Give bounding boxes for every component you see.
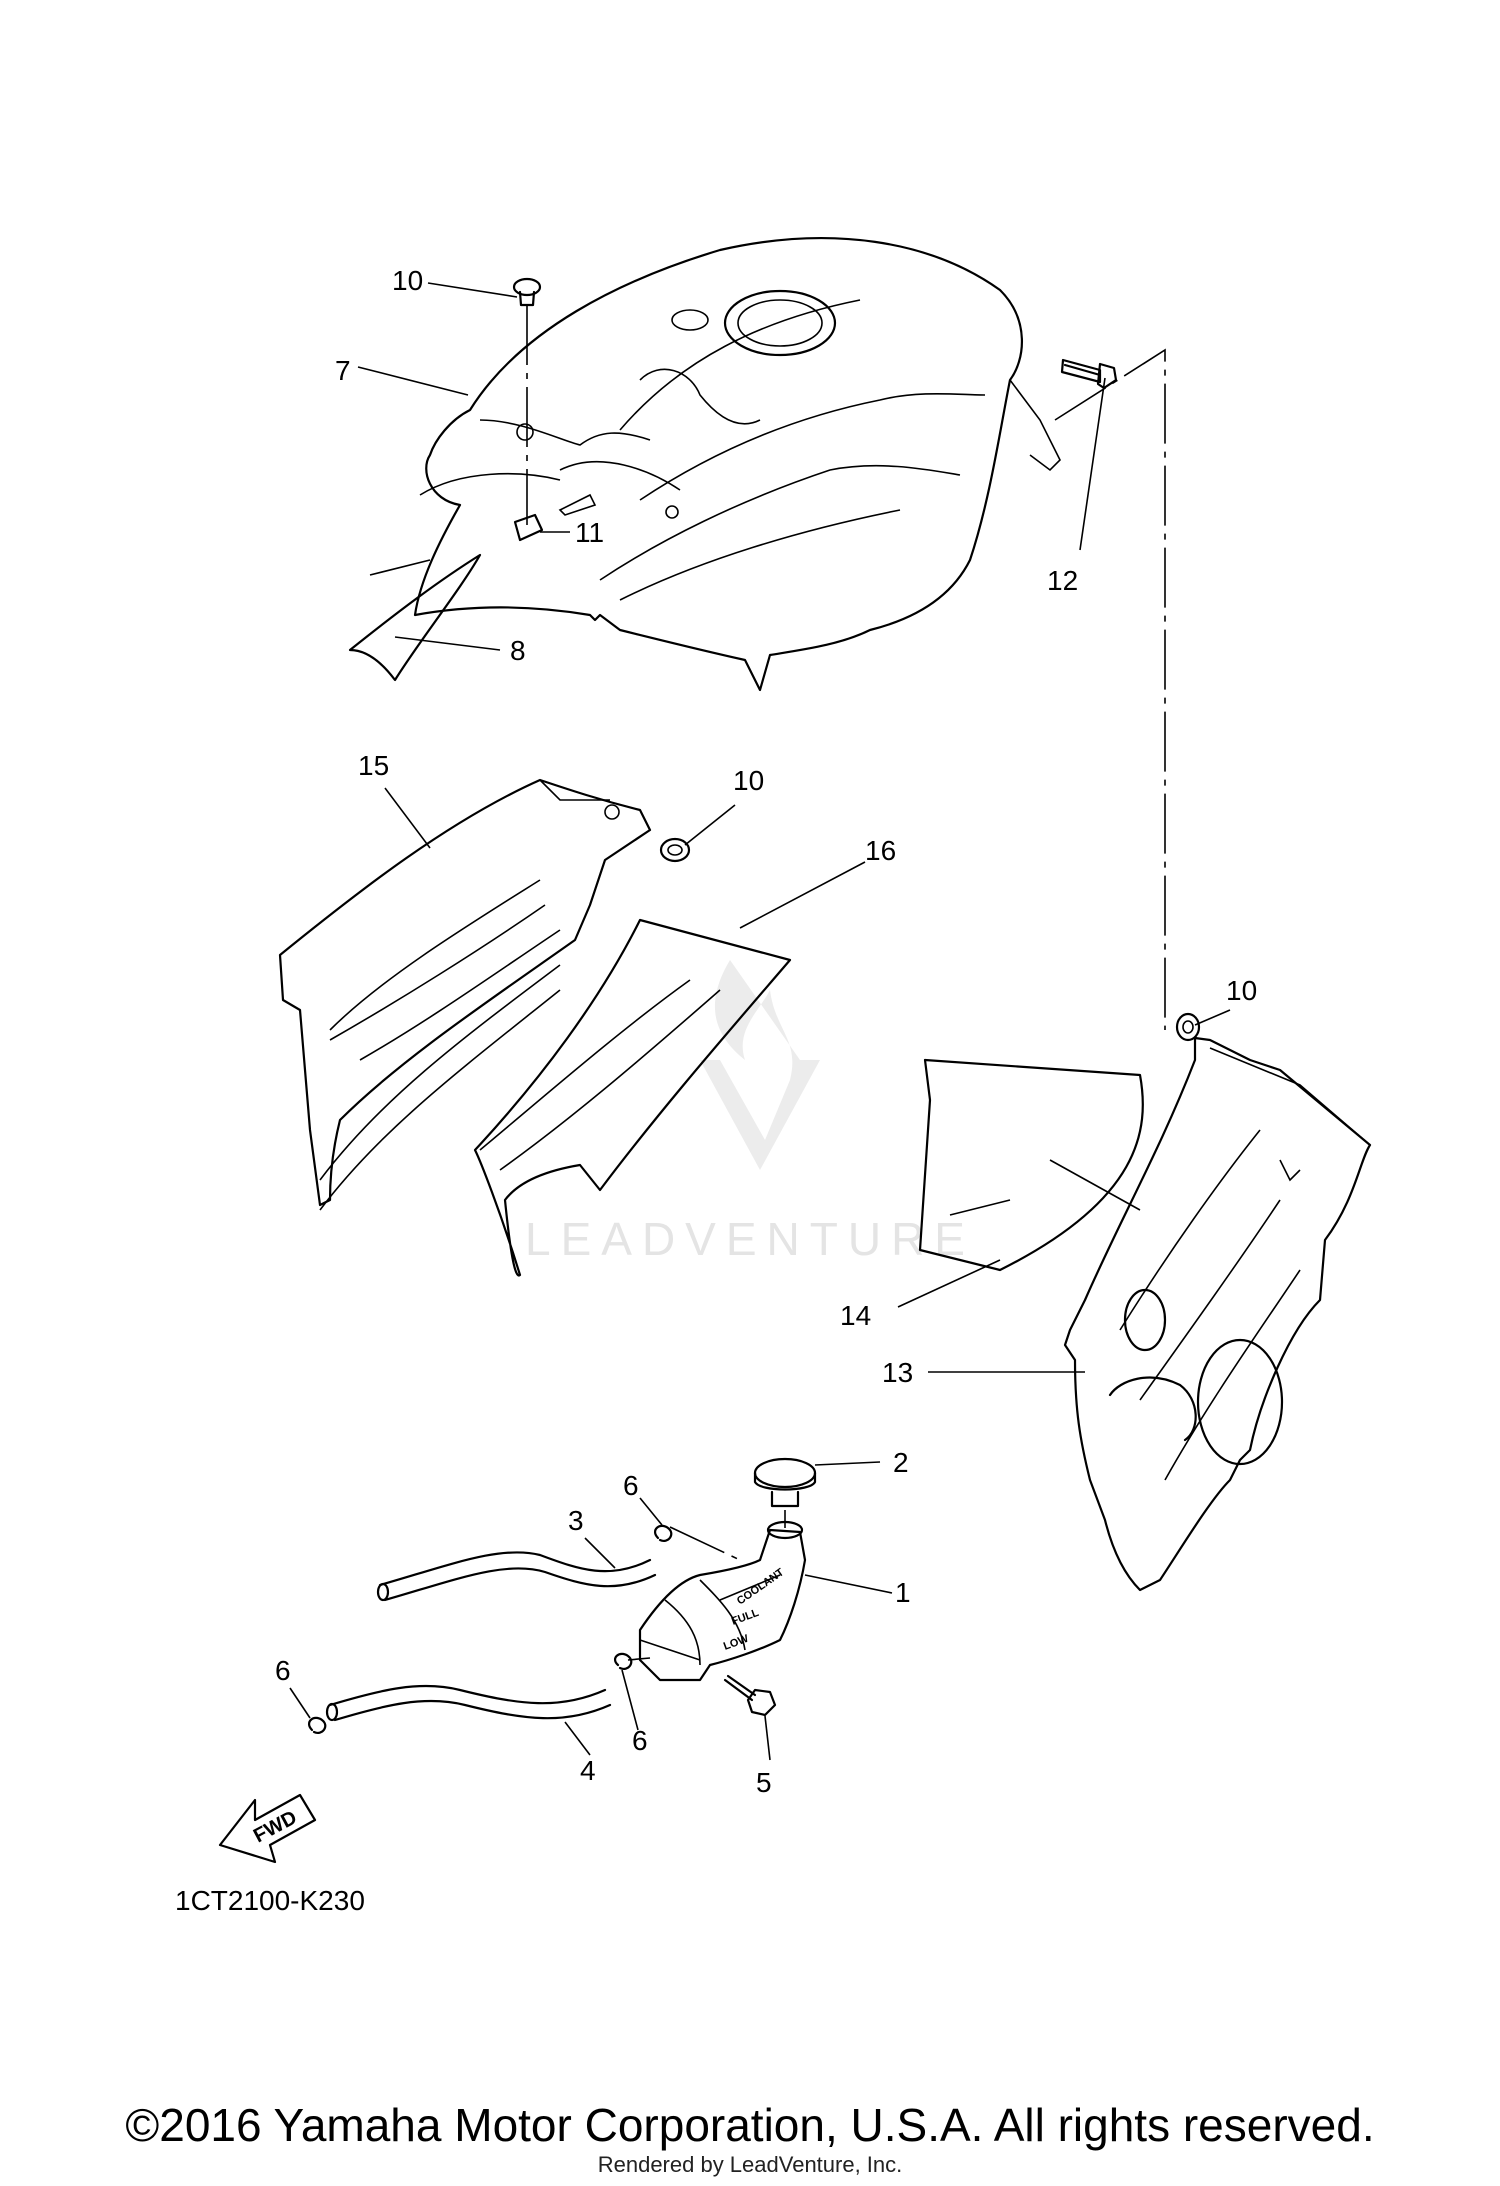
part-6-mid-axis-line: [627, 1657, 651, 1661]
watermark-text: LEADVENTURE: [525, 1213, 975, 1265]
callout-9: 10: [392, 265, 423, 296]
part-10-grommet-upper: [659, 837, 691, 863]
callout-4: 4: [580, 1755, 596, 1786]
part-14-decal: [918, 1058, 1144, 1272]
part-16-shield: [473, 918, 792, 1277]
part-2-cap: [753, 1457, 817, 1508]
callout-11: 11: [575, 517, 604, 548]
callout-8: 8: [510, 635, 526, 666]
watermark: LEADVENTURE: [525, 960, 975, 1265]
watermark-logo-icon: [700, 960, 820, 1170]
callout-14: 14: [840, 1300, 871, 1331]
part-6-axis-line: [669, 1526, 741, 1561]
callout-12: 12: [1047, 565, 1078, 596]
part-9-screw: [512, 277, 542, 307]
callout-1: 1: [895, 1577, 911, 1608]
part-6-clamp-left: [307, 1716, 327, 1734]
part-5-bolt: [723, 1674, 777, 1717]
part-15-left-side-cover: [278, 778, 652, 1211]
part-10-grommet-right: [1175, 1012, 1201, 1042]
tank-label-coolant: COOLANT: [735, 1566, 787, 1607]
part-11-nut: [513, 513, 544, 542]
callout-6-upper: 6: [623, 1470, 639, 1501]
part-4-hose: [325, 1684, 612, 1722]
callout-13: 13: [882, 1357, 913, 1388]
part-7-tank-cover: [413, 237, 1061, 692]
callout-16: 16: [865, 835, 896, 866]
callout-7: 7: [335, 355, 351, 386]
fwd-arrow-icon: FWD: [218, 1793, 317, 1864]
part-6-clamp-upper: [653, 1524, 673, 1542]
callout-labels: 10 7 11 8 12 15 10 16 10 14 13 2 6 3 1 6…: [175, 265, 1257, 1916]
callout-10-upper: 10: [733, 765, 764, 796]
tank-label-full: FULL: [730, 1607, 761, 1628]
part-3-hose: [376, 1551, 657, 1602]
callout-10-right: 10: [1226, 975, 1257, 1006]
tank-label-low: LOW: [722, 1633, 751, 1653]
part-12-to-10-line: [1054, 348, 1166, 1030]
part-1-coolant-tank: COOLANT FULL LOW: [638, 1520, 807, 1682]
callout-3: 3: [568, 1505, 584, 1536]
callout-5: 5: [756, 1767, 772, 1798]
callout-6-mid: 6: [632, 1725, 648, 1756]
copyright-notice: ©2016 Yamaha Motor Corporation, U.S.A. A…: [125, 2099, 1375, 2151]
leader-lines: [289, 282, 1231, 1761]
callout-6-left: 6: [275, 1655, 291, 1686]
part-13-right-side-cover: [1063, 1036, 1372, 1592]
callout-15: 15: [358, 750, 389, 781]
diagram-code: 1CT2100-K230: [175, 1885, 365, 1916]
part-12-bolt: [1060, 358, 1118, 390]
part-6-clamp-mid: [613, 1652, 633, 1670]
rendered-by-notice: Rendered by LeadVenture, Inc.: [597, 2152, 903, 2177]
callout-2: 2: [893, 1447, 909, 1478]
part-8-decal: [348, 553, 482, 682]
